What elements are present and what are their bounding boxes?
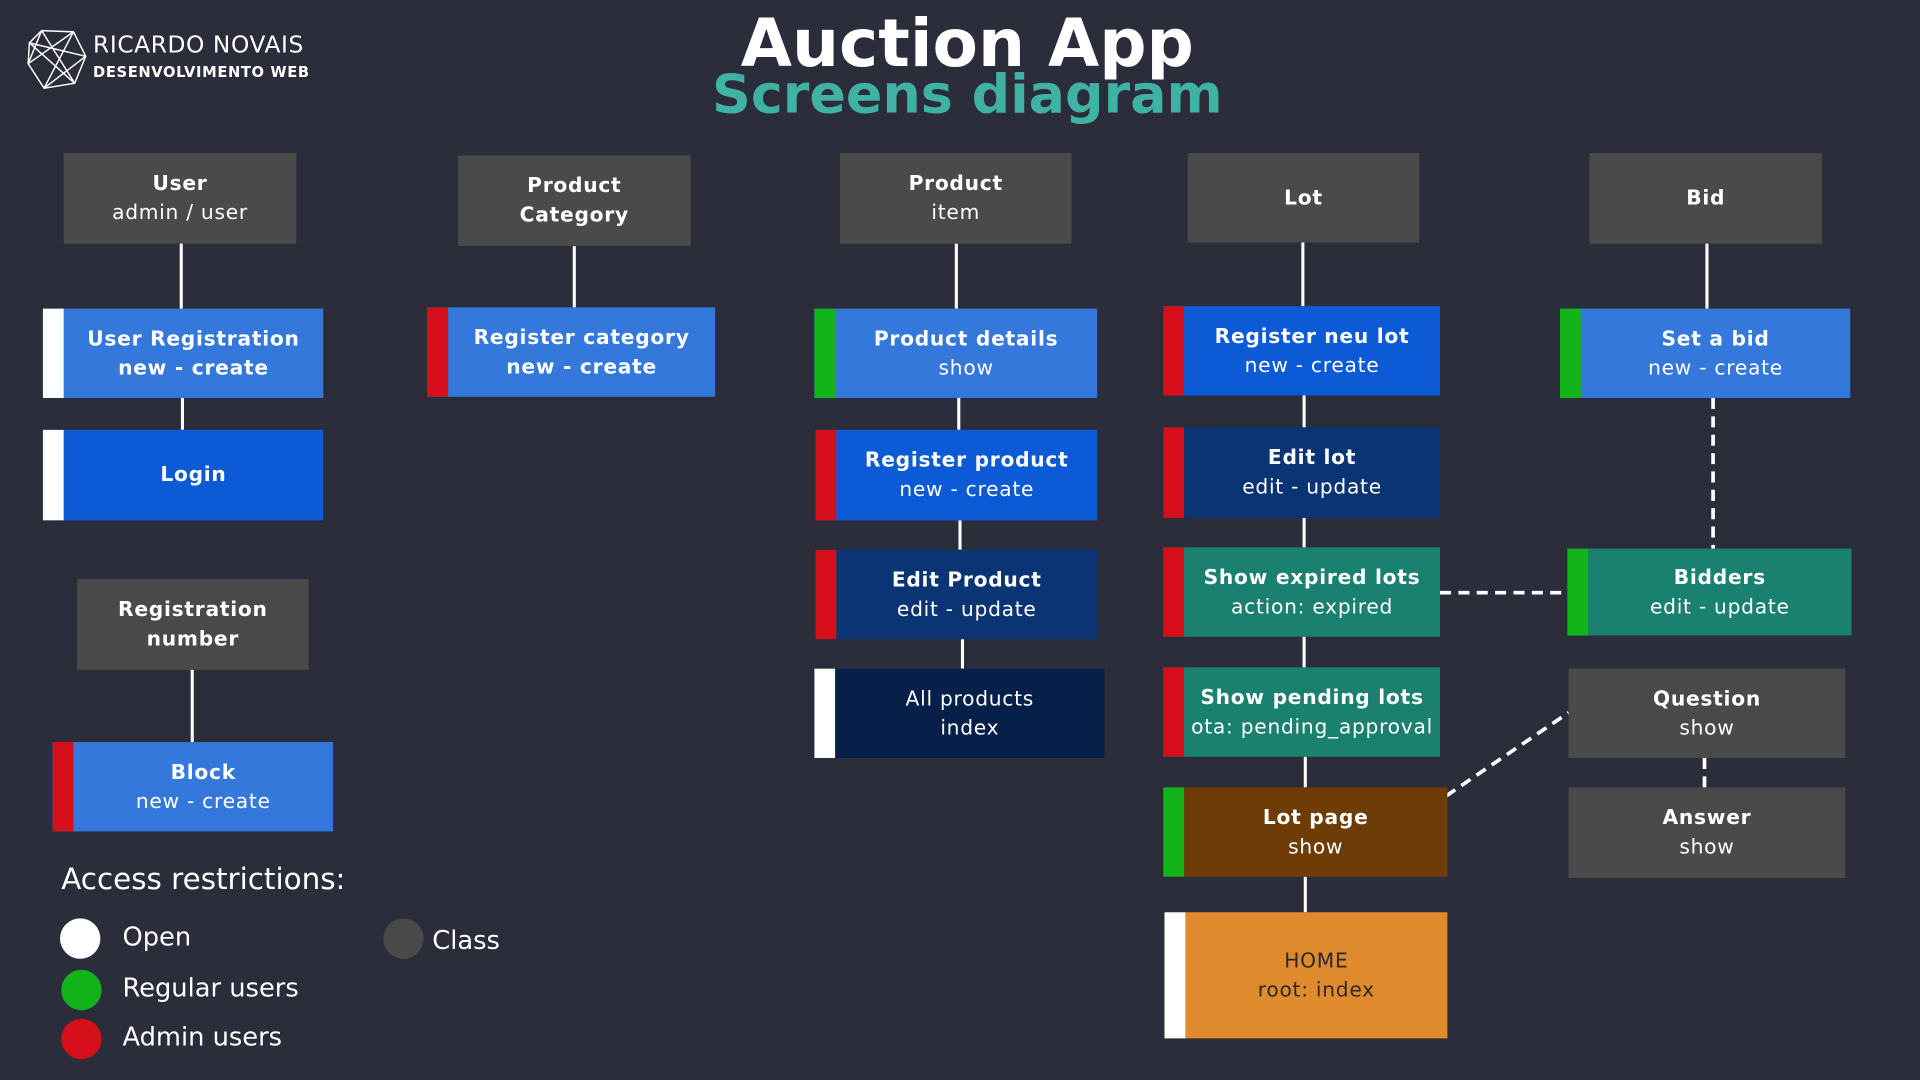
access-stripe-regular	[1163, 787, 1185, 877]
screen-set-a-bid[interactable]: Set a bid new - create	[1560, 308, 1851, 398]
screen-lot-page[interactable]: Lot page show	[1163, 787, 1448, 877]
screen-register-category[interactable]: Register category new - create	[427, 307, 716, 397]
legend-regular-label: Regular users	[122, 973, 299, 1003]
class-answer: Answer show	[1568, 787, 1846, 878]
class-registration-number: Registration number	[77, 579, 309, 670]
screen-edit-lot[interactable]: Edit lot edit - update	[1163, 427, 1441, 518]
access-stripe-admin	[815, 549, 837, 640]
class-user: User admin / user	[63, 153, 297, 244]
access-stripe-admin	[427, 307, 449, 397]
legend-title: Access restrictions:	[61, 862, 346, 897]
access-stripe-admin	[1163, 306, 1185, 396]
access-stripe-admin	[1163, 667, 1185, 757]
diagram-title: Auction App	[740, 4, 1194, 83]
access-stripe-admin	[1163, 547, 1185, 637]
legend-admin-swatch	[61, 1018, 102, 1060]
screen-login[interactable]: Login	[42, 429, 324, 521]
access-stripe-regular	[1560, 308, 1581, 398]
brand-name: RICARDO NOVAIS	[93, 31, 304, 59]
access-stripe-open	[1164, 912, 1186, 1039]
legend-regular-swatch	[61, 969, 102, 1011]
access-stripe-admin	[815, 429, 837, 521]
screen-register-lot[interactable]: Register neu lot new - create	[1163, 306, 1441, 396]
access-stripe-open	[42, 308, 64, 398]
screen-register-product[interactable]: Register product new - create	[815, 429, 1098, 521]
diagram-subtitle: Screens diagram	[712, 63, 1223, 127]
screen-show-expired-lots[interactable]: Show expired lots action: expired	[1163, 547, 1441, 637]
class-bid: Bid	[1589, 153, 1823, 244]
access-stripe-regular	[814, 308, 836, 398]
screen-show-pending-lots[interactable]: Show pending lots ota: pending_approval	[1163, 667, 1441, 757]
dashed-lotpage-question	[1445, 711, 1570, 798]
screen-home[interactable]: HOME root: index	[1164, 912, 1448, 1039]
brand-subtitle: DESENVOLVIMENTO WEB	[93, 63, 310, 81]
access-stripe-open	[814, 668, 836, 758]
brand-logo: RICARDO NOVAIS DESENVOLVIMENTO WEB	[24, 27, 318, 91]
legend-open-label: Open	[122, 922, 192, 952]
access-stripe-regular	[1567, 548, 1589, 636]
class-question: Question show	[1568, 668, 1846, 758]
legend-class-label: Class	[432, 925, 500, 956]
polygon-network-icon	[27, 29, 87, 89]
screen-user-registration[interactable]: User Registration new - create	[42, 308, 324, 398]
class-lot: Lot	[1187, 153, 1420, 243]
access-stripe-admin	[1163, 427, 1185, 518]
class-product: Product item	[840, 153, 1072, 244]
access-stripe-admin	[52, 742, 74, 832]
screen-product-details[interactable]: Product details show	[814, 308, 1098, 398]
screen-edit-product[interactable]: Edit Product edit - update	[815, 549, 1098, 640]
class-product-category: Product Category	[457, 155, 691, 247]
access-stripe-open	[42, 429, 64, 521]
legend-admin-label: Admin users	[122, 1022, 283, 1052]
screen-block[interactable]: Block new - create	[52, 742, 334, 832]
legend-class-swatch	[383, 918, 424, 959]
legend-open-swatch	[60, 918, 101, 959]
screen-all-products[interactable]: All products index	[814, 668, 1105, 758]
screen-bidders[interactable]: Bidders edit - update	[1567, 548, 1852, 636]
